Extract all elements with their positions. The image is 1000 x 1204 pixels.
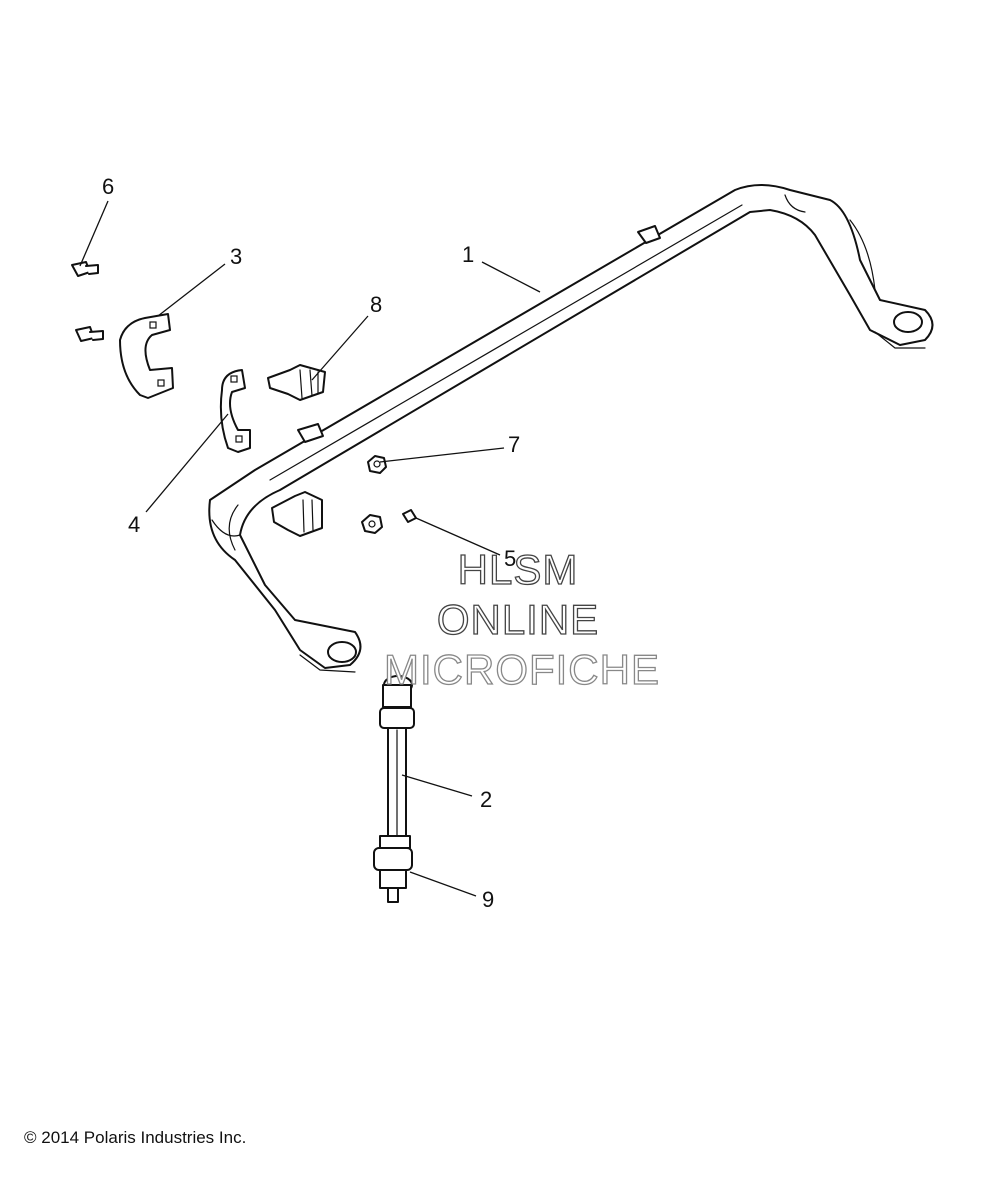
nut-part-lower xyxy=(361,514,383,534)
bushing-part-upper xyxy=(267,364,326,401)
callout-7: 7 xyxy=(508,432,520,457)
watermark: HLSM ONLINE MICROFICHE xyxy=(383,545,660,693)
callout-3: 3 xyxy=(230,244,242,269)
bolt-part-upper xyxy=(71,261,99,277)
leader-line-4 xyxy=(145,413,229,513)
leader-line-5 xyxy=(415,517,501,556)
link-rod-part xyxy=(379,675,415,839)
callout-8: 8 xyxy=(370,292,382,317)
stabilizer-bar-part xyxy=(208,184,934,673)
leader-line-7 xyxy=(379,447,505,463)
callout-4: 4 xyxy=(128,512,140,537)
lower-bushing-part xyxy=(373,835,413,903)
callout-2: 2 xyxy=(480,787,492,812)
nut-part-upper xyxy=(367,455,387,474)
fitting-part xyxy=(402,509,417,523)
callout-6: 6 xyxy=(102,174,114,199)
watermark-line-3: MICROFICHE xyxy=(384,646,660,693)
callout-9: 9 xyxy=(482,887,494,912)
bushing-part-lower xyxy=(271,491,323,537)
clamp-bracket-part-4 xyxy=(219,369,251,453)
callout-5: 5 xyxy=(504,546,516,571)
leader-line-6 xyxy=(79,200,109,267)
watermark-line-1: HLSM xyxy=(458,546,579,593)
bolt-part-lower xyxy=(75,326,104,342)
copyright-text: © 2014 Polaris Industries Inc. xyxy=(24,1128,247,1147)
watermark-line-2: ONLINE xyxy=(437,596,599,643)
leader-line-8 xyxy=(311,315,369,381)
leader-line-2 xyxy=(401,774,473,797)
leader-line-3 xyxy=(157,263,226,317)
leader-lines xyxy=(79,200,541,897)
callout-1: 1 xyxy=(462,242,474,267)
leader-line-1 xyxy=(481,261,541,293)
clamp-bracket-part-3 xyxy=(119,313,174,399)
leader-line-9 xyxy=(409,871,477,897)
